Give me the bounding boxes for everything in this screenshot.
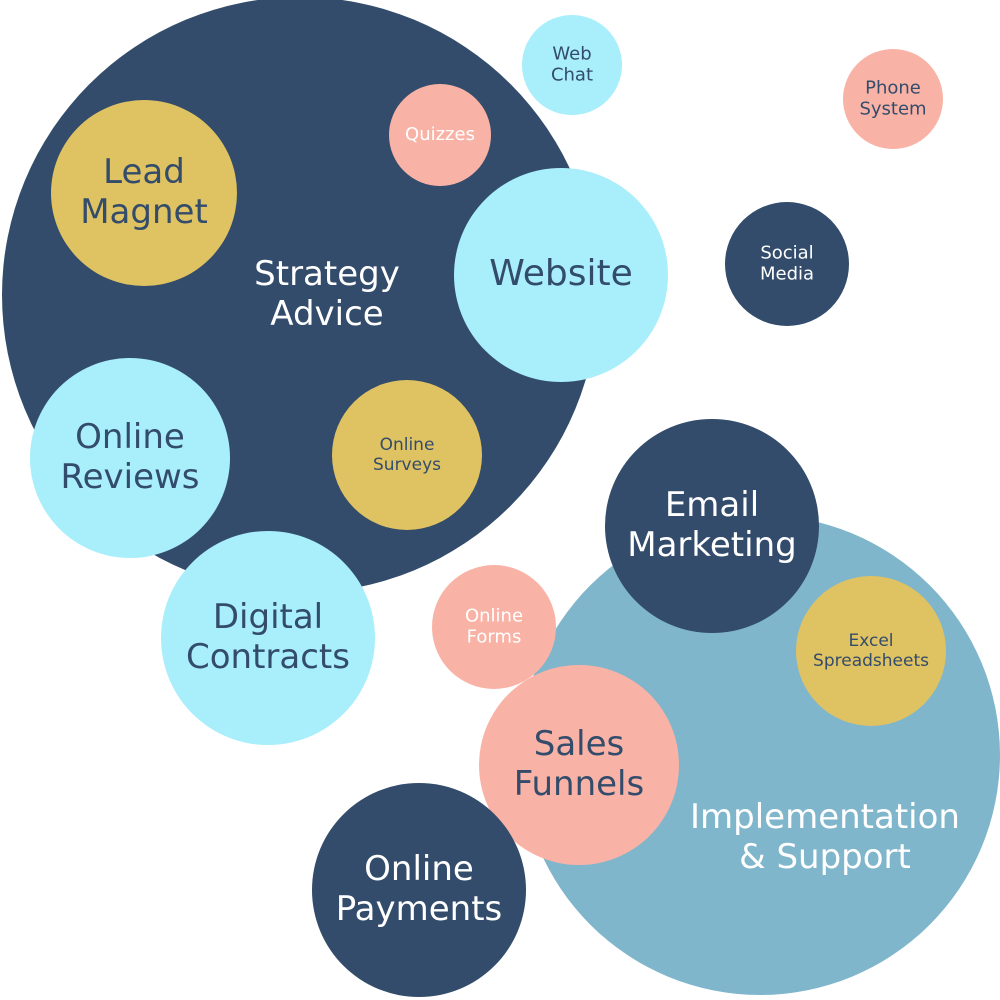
bubble-label-line: Marketing <box>627 525 796 565</box>
bubble-circle <box>843 49 943 149</box>
bubble-label-line: Payments <box>336 889 503 929</box>
bubble-label-line: Spreadsheets <box>813 651 929 671</box>
bubble-label-line: Online <box>75 416 185 456</box>
bubble-label-line: Social <box>760 242 813 263</box>
bubble-circle <box>389 84 491 186</box>
bubble-circle <box>479 665 679 865</box>
bubble-label-line: Advice <box>270 294 383 334</box>
bubble-label-line: Media <box>760 264 814 285</box>
bubble-label-line: Online <box>465 605 523 626</box>
bubble-label-line: System <box>859 99 926 120</box>
bubble-circle <box>454 168 668 382</box>
bubble-label-line: Reviews <box>60 457 199 497</box>
bubble-label-line: Contracts <box>186 637 350 677</box>
bubble-label-line: Email <box>665 484 759 524</box>
bubble-label-line: Funnels <box>514 764 644 804</box>
bubble-label: Website <box>489 253 633 294</box>
bubble-label-line: Digital <box>213 596 323 636</box>
bubble-circle <box>161 531 375 745</box>
bubble-circle <box>51 100 237 286</box>
bubble-circle <box>522 15 622 115</box>
bubble-website: Website <box>454 168 668 382</box>
bubble-label-line: Online <box>364 848 474 888</box>
bubble-label-line: & Support <box>739 837 911 877</box>
bubble-label-line: Strategy <box>254 253 400 293</box>
bubble-label-line: Excel <box>848 631 893 651</box>
bubble-label-line: Quizzes <box>405 124 475 145</box>
bubble-circle <box>725 202 849 326</box>
bubble-label-line: Website <box>489 253 633 294</box>
bubble-label: Implementation& Support <box>690 796 960 876</box>
bubble-label-line: Forms <box>467 627 522 648</box>
bubble-label-line: Magnet <box>80 192 208 232</box>
bubble-label-line: Surveys <box>373 455 441 475</box>
bubble-label-line: Online <box>380 435 435 455</box>
bubble-circle <box>312 783 526 997</box>
bubble-label-line: Phone <box>865 77 921 98</box>
bubble-circle <box>30 358 230 558</box>
bubble-circle <box>432 565 556 689</box>
bubble-label-line: Sales <box>534 723 625 763</box>
bubble-circle <box>796 576 946 726</box>
bubble-label: Quizzes <box>405 124 475 145</box>
bubble-circle <box>605 419 819 633</box>
bubble-label-line: Chat <box>551 65 593 86</box>
bubble-circle <box>332 380 482 530</box>
bubble-label-line: Implementation <box>690 796 960 836</box>
bubble-quizzes: Quizzes <box>389 84 491 186</box>
bubble-label-line: Lead <box>103 151 185 191</box>
bubble-label-line: Web <box>552 43 591 64</box>
